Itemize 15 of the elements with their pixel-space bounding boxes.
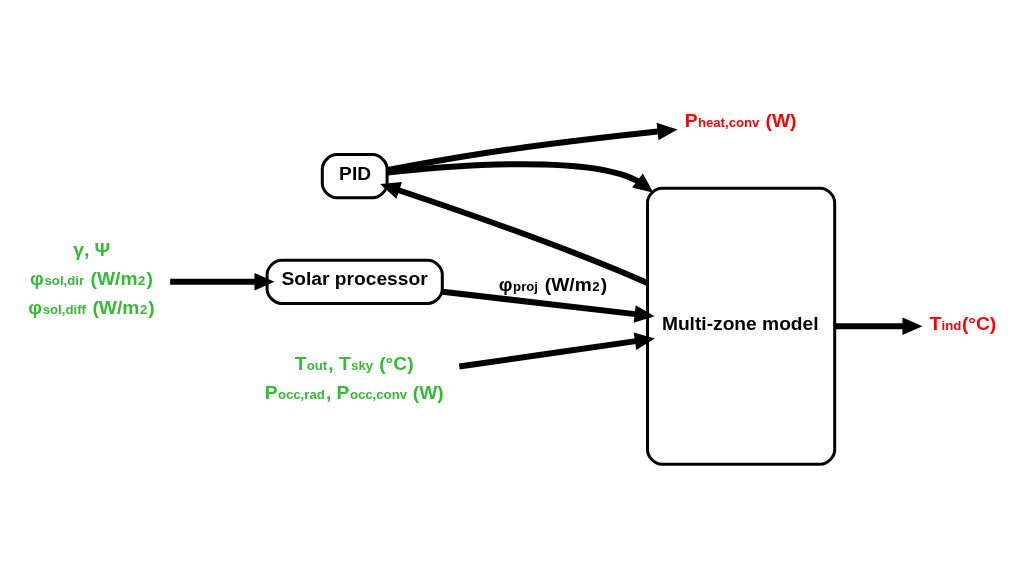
node-text: Tind(°C) bbox=[929, 312, 997, 334]
arrow bbox=[170, 272, 275, 291]
arrow bbox=[442, 288, 655, 323]
node-text: Tout, Tsky (°C) Pocc,rad, Pocc,conv (W) bbox=[264, 352, 444, 403]
arrow bbox=[380, 181, 649, 286]
arrow bbox=[387, 160, 654, 193]
node-box: Solar processor bbox=[265, 258, 444, 305]
node-text: γ, Ψ φsol,dir (W/m2) φsol,diff (W/m2) bbox=[28, 238, 155, 318]
node-box: PID bbox=[320, 152, 389, 199]
arrow bbox=[387, 122, 678, 173]
arrow bbox=[834, 316, 923, 335]
arrow bbox=[458, 332, 655, 369]
node-box: Multi-zone model bbox=[646, 186, 837, 466]
edge-label: φproj (W/m2) bbox=[498, 273, 608, 295]
node-text: Pheat,conv (W) bbox=[684, 109, 797, 131]
